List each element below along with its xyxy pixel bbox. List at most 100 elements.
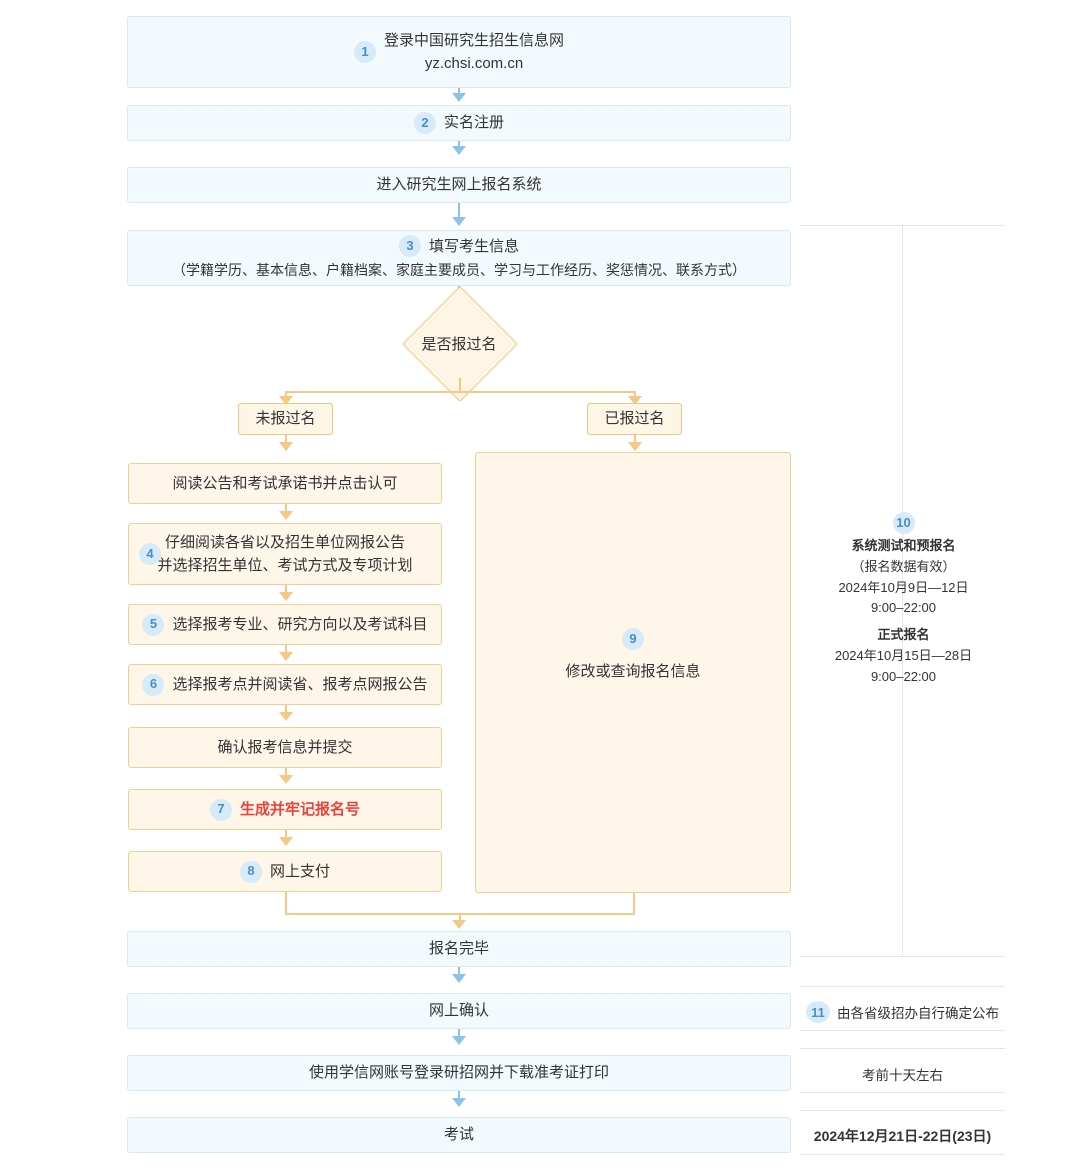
step-badge-9: 9 <box>622 628 644 650</box>
arrow-l4-l5 <box>279 712 293 721</box>
node-online-confirmation-label: 网上确认 <box>428 1002 489 1020</box>
step-badge-5: 5 <box>142 613 165 636</box>
branch-already-registered[interactable]: 已报过名 <box>587 403 682 435</box>
node-registration-complete[interactable]: 报名完毕 <box>127 931 791 967</box>
node-read-announcement-label: 阅读公告和考试承诺书并点击认可 <box>172 474 398 492</box>
node-real-name-register[interactable]: 2 实名注册 <box>127 105 791 141</box>
node-real-name-register-label: 实名注册 <box>443 114 504 132</box>
connector-branch-left <box>285 391 287 400</box>
node-enter-online-system[interactable]: 进入研究生网上报名系统 <box>127 167 791 203</box>
step-badge-3: 3 <box>398 235 421 258</box>
step-badge-8: 8 <box>239 860 262 883</box>
node-modify-or-query-label: 修改或查询报名信息 <box>565 663 701 680</box>
arrow-2-3 <box>452 146 466 155</box>
node-read-province-notice[interactable]: 4 仔细阅读各省以及招生单位网报公告 并选择招生单位、考试方式及专项计划 <box>128 523 442 585</box>
arrow-l6-l7 <box>279 837 293 846</box>
timeline-note-13: 2024年12月21日-22日(23日) <box>800 1119 1005 1153</box>
branch-not-registered-label: 未报过名 <box>255 410 316 428</box>
timeline-note-10-date1: 2024年10月9日—12日 <box>838 579 969 595</box>
arrow-1-2 <box>452 93 466 102</box>
timeline-note-13-text: 2024年12月21日-22日(23日) <box>813 1128 992 1144</box>
arrow-merge-down <box>452 920 466 929</box>
node-generate-registration-number[interactable]: 7 生成并牢记报名号 <box>128 789 442 830</box>
node-login-site-label: 登录中国研究生招生信息网 yz.chsi.com.cn <box>384 29 564 76</box>
node-login-site-line1: 登录中国研究生招生信息网 <box>383 31 564 49</box>
arrow-branch-right <box>628 396 642 405</box>
timeline-note-12: 考前十天左右 <box>800 1057 1005 1091</box>
step-badge-6: 6 <box>142 673 165 696</box>
timeline-rule-2 <box>800 986 1005 987</box>
decision-registered-before-label: 是否报过名 <box>421 335 497 353</box>
timeline-rule-top <box>800 225 1005 226</box>
step-badge-4: 4 <box>139 543 161 565</box>
timeline-rule-5 <box>800 1092 1005 1093</box>
node-registration-complete-label: 报名完毕 <box>428 940 489 958</box>
step-badge-1: 1 <box>353 41 376 63</box>
connector-branch-horizontal <box>285 391 635 393</box>
node-download-admission-ticket[interactable]: 使用学信网账号登录研招网并下载准考证打印 <box>127 1055 791 1091</box>
node-read-province-notice-line2: 并选择招生单位、考试方式及专项计划 <box>157 557 413 574</box>
arrow-l2-l3 <box>279 592 293 601</box>
connector-b1-l1 <box>285 435 287 447</box>
timeline-note-10-time2: 9:00–22:00 <box>870 668 937 684</box>
connector-decision-down <box>459 378 461 392</box>
timeline-vertical-rule <box>902 226 903 956</box>
timeline-note-11: 11 由各省级招办自行确定公布 <box>800 995 1005 1029</box>
node-login-site[interactable]: 1 登录中国研究生招生信息网 yz.chsi.com.cn <box>127 16 791 88</box>
node-generate-registration-number-label: 生成并牢记报名号 <box>239 800 360 818</box>
arrow-l3-l4 <box>279 652 293 661</box>
arrow-b1-l1 <box>279 442 293 451</box>
step-badge-2: 2 <box>413 112 436 134</box>
arrow-f1-f2 <box>452 974 466 983</box>
node-fill-candidate-info-detail: （学籍学历、基本信息、户籍档案、家庭主要成员、学习与工作经历、奖惩情况、联系方式… <box>172 261 746 278</box>
timeline-rule-6 <box>800 1110 1005 1111</box>
timeline-rule-1 <box>800 956 1005 957</box>
step-badge-10: 10 <box>892 512 915 534</box>
timeline-note-10-time1: 9:00–22:00 <box>870 600 937 616</box>
arrow-f3-f4 <box>452 1098 466 1107</box>
node-modify-or-query[interactable]: 9 修改或查询报名信息 <box>475 452 791 893</box>
arrow-3-4 <box>452 217 466 226</box>
node-download-admission-ticket-label: 使用学信网账号登录研招网并下载准考证打印 <box>308 1064 609 1082</box>
node-read-announcement[interactable]: 阅读公告和考试承诺书并点击认可 <box>128 463 442 504</box>
node-confirm-submit-label: 确认报考信息并提交 <box>217 738 353 756</box>
node-exam-label: 考试 <box>443 1126 474 1144</box>
connector-branch-right <box>634 391 636 400</box>
branch-already-registered-label: 已报过名 <box>604 410 665 428</box>
node-select-exam-site-label: 选择报考点并阅读省、报考点网报公告 <box>172 675 428 693</box>
timeline-note-11-text: 由各省级招办自行确定公布 <box>837 1006 999 1021</box>
timeline-note-12-text: 考前十天左右 <box>862 1068 943 1083</box>
arrow-b2-r1 <box>628 442 642 451</box>
timeline-note-10-title2: 正式报名 <box>877 627 930 643</box>
timeline-rule-3 <box>800 1030 1005 1031</box>
step-badge-11: 11 <box>806 1001 830 1023</box>
connector-merge-left <box>285 892 287 914</box>
arrow-l5-l6 <box>279 775 293 784</box>
connector-b2-r1 <box>634 435 636 447</box>
arrow-branch-left <box>279 396 293 405</box>
node-login-site-line2: yz.chsi.com.cn <box>424 55 524 72</box>
timeline-rule-bottom <box>800 1154 1005 1155</box>
node-exam[interactable]: 考试 <box>127 1117 791 1153</box>
timeline-note-10-date2: 2024年10月15日—28日 <box>834 647 973 663</box>
timeline-note-10: 10 系统测试和预报名 （报名数据有效） 2024年10月9日—12日 9:00… <box>806 512 1001 688</box>
node-confirm-submit[interactable]: 确认报考信息并提交 <box>128 727 442 768</box>
arrow-f2-f3 <box>452 1036 466 1045</box>
node-online-payment[interactable]: 8 网上支付 <box>128 851 442 892</box>
timeline-note-10-sub: （报名数据有效） <box>851 558 956 574</box>
arrow-l1-l2 <box>279 511 293 520</box>
connector-3-4 <box>458 203 460 225</box>
node-fill-candidate-info[interactable]: 3 填写考生信息 （学籍学历、基本信息、户籍档案、家庭主要成员、学习与工作经历、… <box>127 230 791 286</box>
node-select-exam-site[interactable]: 6 选择报考点并阅读省、报考点网报公告 <box>128 664 442 705</box>
node-read-province-notice-line1: 仔细阅读各省以及招生单位网报公告 <box>164 533 405 551</box>
branch-not-registered[interactable]: 未报过名 <box>238 403 333 435</box>
node-enter-online-system-label: 进入研究生网上报名系统 <box>376 176 542 194</box>
timeline-note-10-title: 系统测试和预报名 <box>851 538 956 553</box>
node-fill-candidate-info-title: 填写考生信息 <box>428 237 519 255</box>
node-select-major-label: 选择报考专业、研究方向以及考试科目 <box>172 615 428 633</box>
timeline-rule-4 <box>800 1048 1005 1049</box>
node-select-major[interactable]: 5 选择报考专业、研究方向以及考试科目 <box>128 604 442 645</box>
node-online-confirmation[interactable]: 网上确认 <box>127 993 791 1029</box>
node-online-payment-label: 网上支付 <box>269 862 330 880</box>
